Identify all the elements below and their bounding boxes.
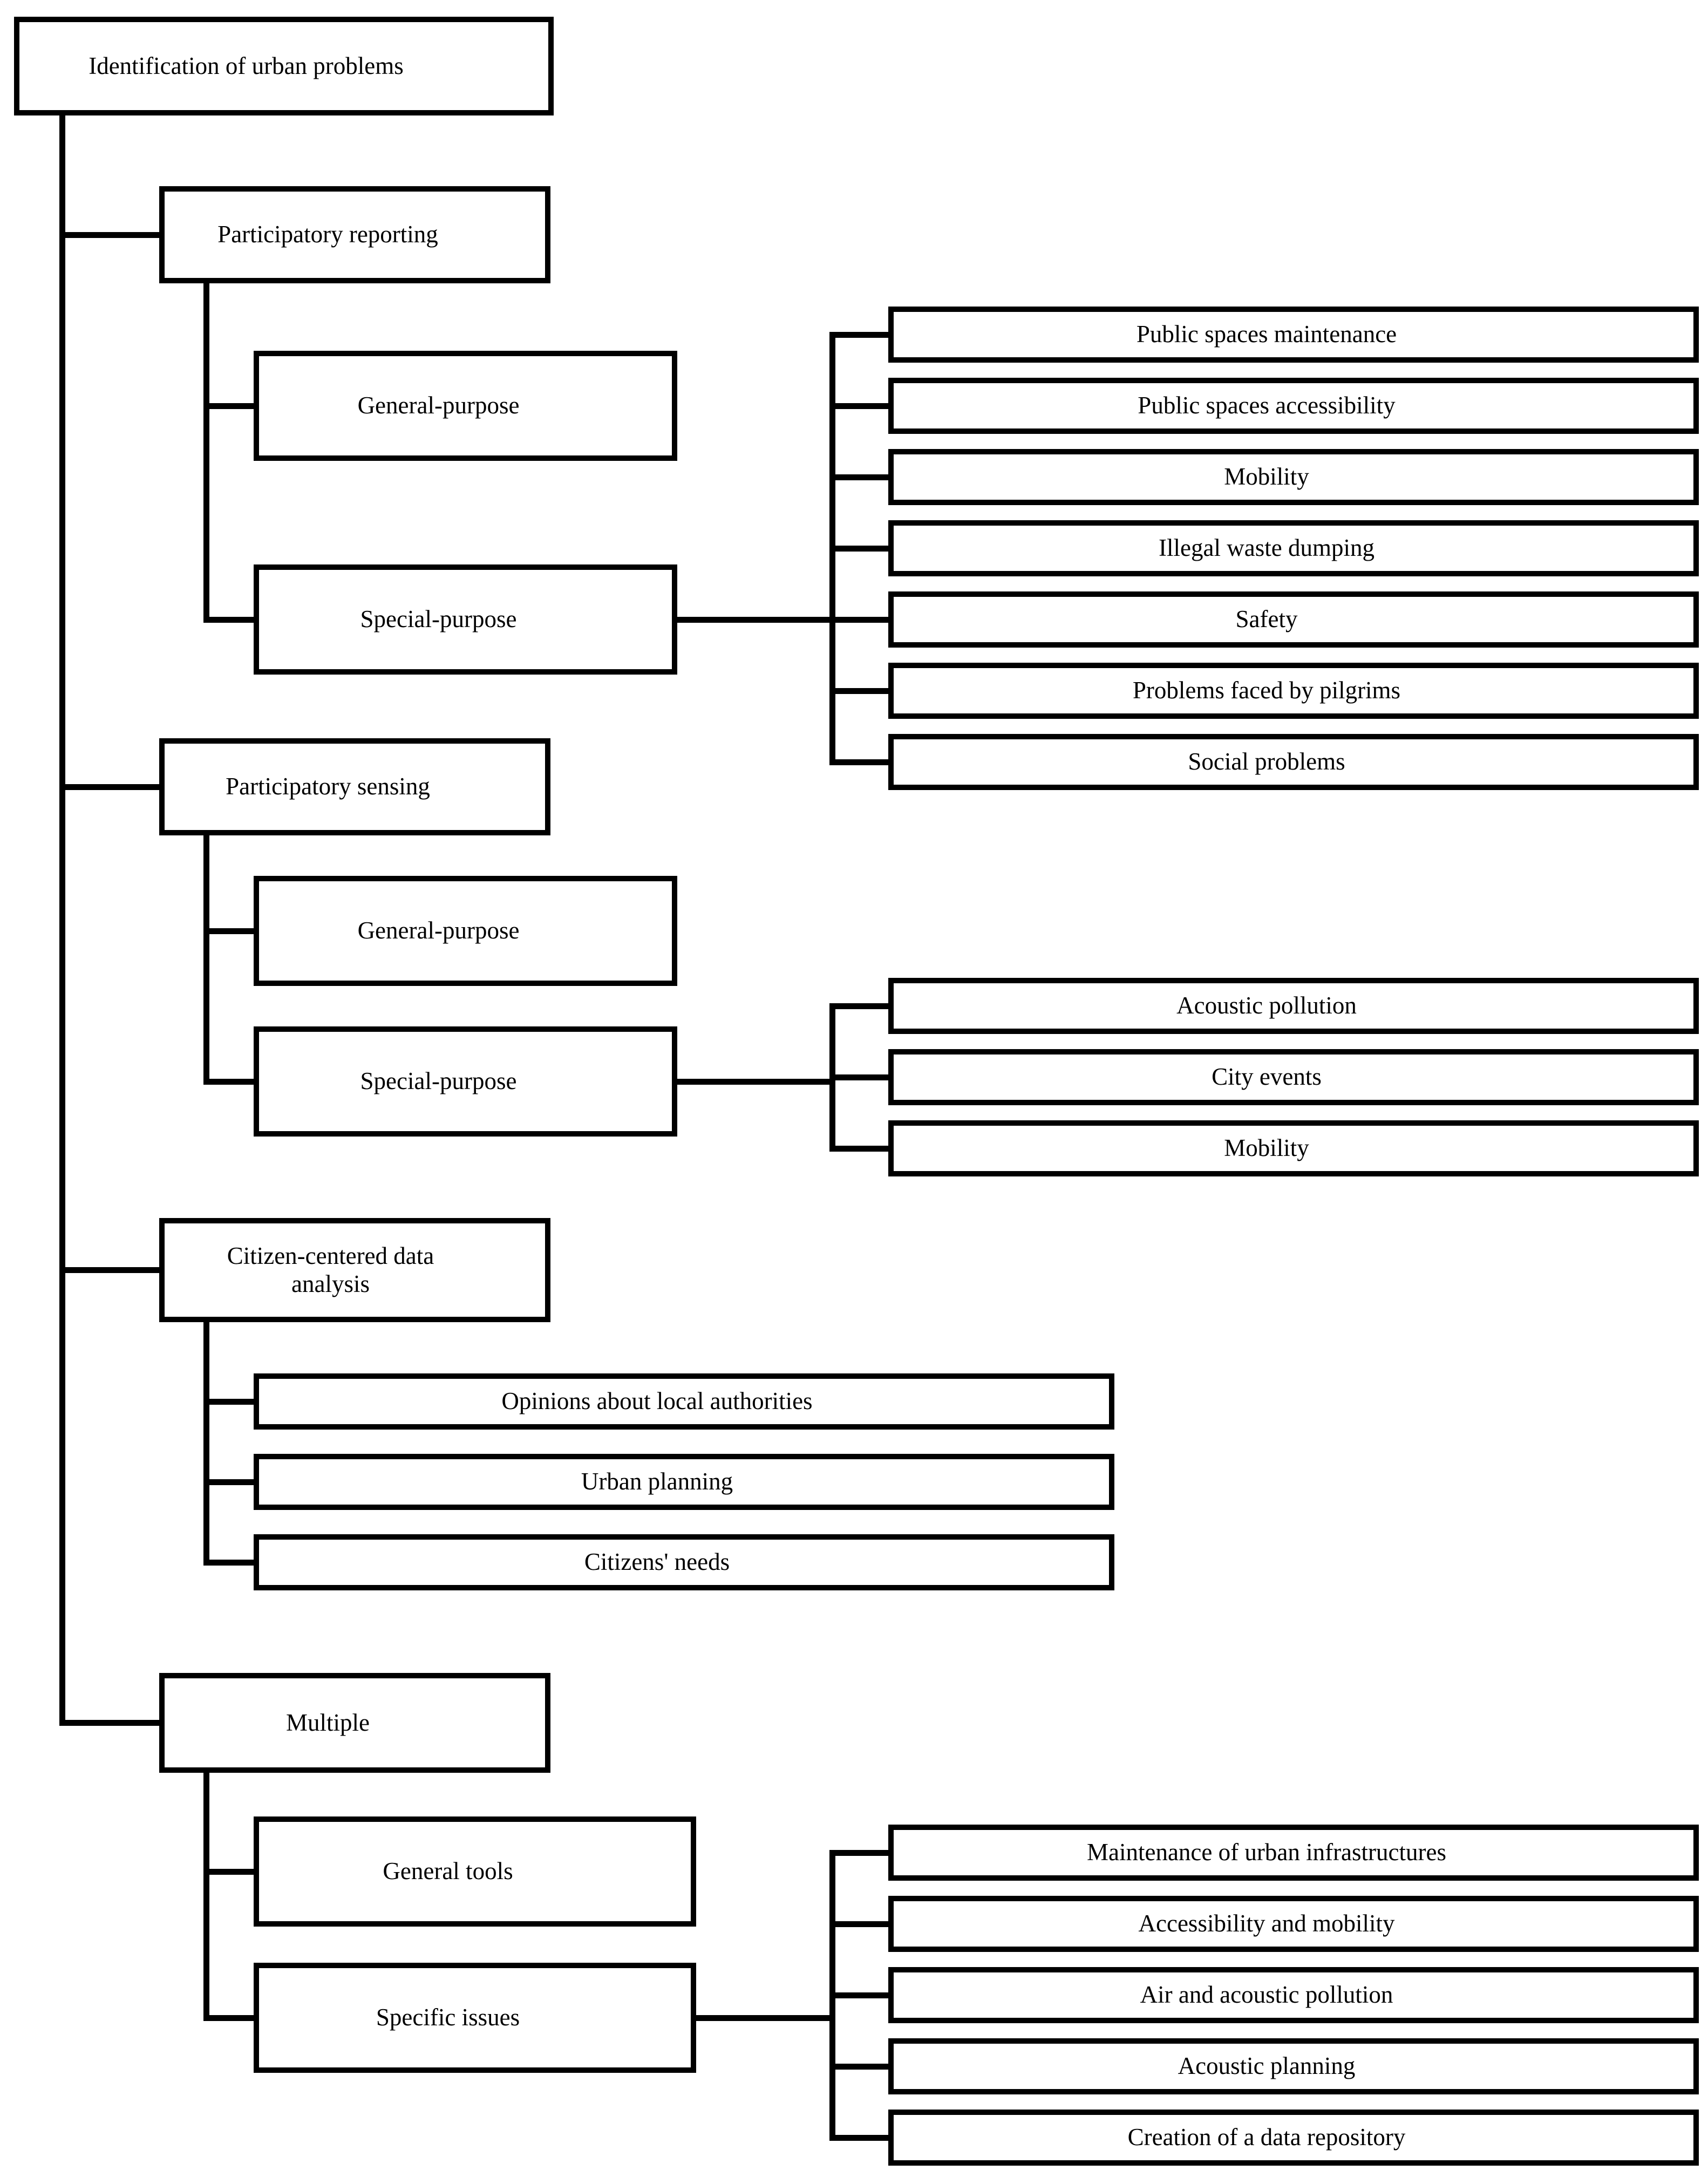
connector-stub-sp-rep — [203, 617, 254, 623]
connector-cit-leafstub-1 — [203, 1399, 254, 1405]
connector-multiple-spine — [203, 1773, 209, 2021]
node-citizen-centered-data-analysis: Citizen-centered data analysis — [159, 1218, 550, 1322]
leaf-label: Accessibility and mobility — [1138, 1910, 1395, 1937]
node-label: General-purpose — [357, 917, 520, 944]
connector-root-spine — [59, 115, 65, 1726]
connector-rep-leafstub-5 — [829, 617, 888, 623]
node-specific-issues: Specific issues — [254, 1963, 696, 2073]
leaf-label: Acoustic planning — [1178, 2052, 1356, 2080]
leaf-label: Problems faced by pilgrims — [1132, 677, 1401, 704]
leaf-label: Citizens' needs — [584, 1548, 730, 1576]
connector-sen-leafstub-3 — [829, 1146, 888, 1152]
leaf-label: Urban planning — [581, 1468, 733, 1495]
connector-sensing-spine — [203, 835, 209, 1085]
node-root: Identification of urban problems — [14, 17, 554, 115]
connector-rep-leafstub-1 — [829, 332, 888, 338]
leaf-mobility-reporting: Mobility — [888, 449, 1699, 505]
connector-sp-rep-exit — [677, 617, 835, 623]
connector-mult-leafstub-3 — [829, 1992, 888, 1998]
leaf-label: Maintenance of urban infrastructures — [1087, 1839, 1446, 1866]
connector-rep-leafstub-4 — [829, 546, 888, 552]
leaf-acoustic-planning: Acoustic planning — [888, 2038, 1699, 2094]
leaf-problems-faced-by-pilgrims: Problems faced by pilgrims — [888, 663, 1699, 719]
leaf-label: Public spaces maintenance — [1136, 321, 1397, 348]
node-participatory-sensing: Participatory sensing — [159, 738, 550, 835]
node-label: General-purpose — [357, 392, 520, 419]
connector-stub-citizen — [59, 1267, 159, 1273]
leaf-label: Public spaces accessibility — [1138, 392, 1396, 419]
leaf-air-and-acoustic-pollution: Air and acoustic pollution — [888, 1967, 1699, 2023]
connector-stub-gentools — [203, 1869, 254, 1875]
leaf-social-problems: Social problems — [888, 734, 1699, 790]
leaf-label: Mobility — [1224, 1134, 1309, 1162]
connector-stub-sp-sen — [203, 1079, 254, 1085]
leaf-acoustic-pollution: Acoustic pollution — [888, 978, 1699, 1034]
leaf-safety: Safety — [888, 591, 1699, 648]
connector-sp-sen-exit — [677, 1079, 835, 1085]
node-label: Special-purpose — [360, 1067, 517, 1095]
connector-cit-leafstub-2 — [203, 1479, 254, 1485]
node-label: General tools — [383, 1858, 513, 1885]
connector-stub-gp-rep — [203, 403, 254, 409]
connector-rep-leafstub-7 — [829, 759, 888, 765]
connector-reporting-spine — [203, 283, 209, 623]
node-label: Special-purpose — [360, 605, 517, 633]
connector-stub-gp-sen — [203, 928, 254, 934]
node-general-tools: General tools — [254, 1816, 696, 1927]
connector-sen-leafstub-1 — [829, 1003, 888, 1009]
node-root-label: Identification of urban problems — [89, 52, 404, 79]
node-multiple: Multiple — [159, 1673, 550, 1773]
leaf-label: Opinions about local authorities — [501, 1387, 813, 1415]
node-sensing-special-purpose: Special-purpose — [254, 1026, 677, 1137]
leaf-citizens-needs: Citizens' needs — [254, 1534, 1114, 1590]
leaf-creation-of-a-data-repository: Creation of a data repository — [888, 2110, 1699, 2166]
connector-mult-leafstub-2 — [829, 1921, 888, 1927]
connector-stub-multiple — [59, 1720, 159, 1726]
node-label: Participatory sensing — [226, 773, 430, 800]
node-reporting-special-purpose: Special-purpose — [254, 564, 677, 675]
leaf-city-events: City events — [888, 1049, 1699, 1105]
leaf-label: Mobility — [1224, 463, 1309, 491]
leaf-public-spaces-accessibility: Public spaces accessibility — [888, 378, 1699, 434]
node-label: Multiple — [286, 1709, 370, 1736]
leaf-label: City events — [1212, 1063, 1322, 1091]
connector-stub-reporting — [59, 232, 159, 238]
node-label: Participatory reporting — [217, 221, 438, 248]
connector-citizen-spine — [203, 1322, 209, 1566]
node-sensing-general-purpose: General-purpose — [254, 876, 677, 986]
node-reporting-general-purpose: General-purpose — [254, 351, 677, 461]
leaf-label: Acoustic pollution — [1176, 992, 1357, 1019]
connector-specissues-exit — [696, 2015, 835, 2021]
leaf-label: Safety — [1235, 605, 1298, 633]
connector-rep-leafstub-6 — [829, 688, 888, 694]
connector-mult-leafstub-5 — [829, 2135, 888, 2141]
connector-cit-leafstub-3 — [203, 1560, 254, 1566]
connector-mult-leafstub-4 — [829, 2064, 888, 2070]
leaf-illegal-waste-dumping: Illegal waste dumping — [888, 520, 1699, 576]
connector-rep-leafstub-3 — [829, 474, 888, 480]
leaf-opinions-about-local-authorities: Opinions about local authorities — [254, 1373, 1114, 1430]
leaf-accessibility-and-mobility: Accessibility and mobility — [888, 1896, 1699, 1952]
leaf-maintenance-of-urban-infrastructures: Maintenance of urban infrastructures — [888, 1825, 1699, 1881]
leaf-label: Air and acoustic pollution — [1140, 1981, 1393, 2009]
leaf-urban-planning: Urban planning — [254, 1454, 1114, 1510]
connector-stub-specissues — [203, 2015, 254, 2021]
leaf-label: Illegal waste dumping — [1159, 534, 1374, 562]
leaf-label: Social problems — [1188, 748, 1345, 775]
connector-mult-leafstub-1 — [829, 1850, 888, 1856]
leaf-public-spaces-maintenance: Public spaces maintenance — [888, 307, 1699, 363]
node-participatory-reporting: Participatory reporting — [159, 186, 550, 283]
leaf-label: Creation of a data repository — [1127, 2124, 1406, 2151]
connector-stub-sensing — [59, 784, 159, 790]
node-label: Specific issues — [376, 2004, 520, 2031]
connector-sen-leafstub-2 — [829, 1074, 888, 1080]
node-label: Citizen-centered data analysis — [227, 1242, 434, 1297]
leaf-mobility-sensing: Mobility — [888, 1120, 1699, 1176]
connector-rep-leafstub-2 — [829, 403, 888, 409]
